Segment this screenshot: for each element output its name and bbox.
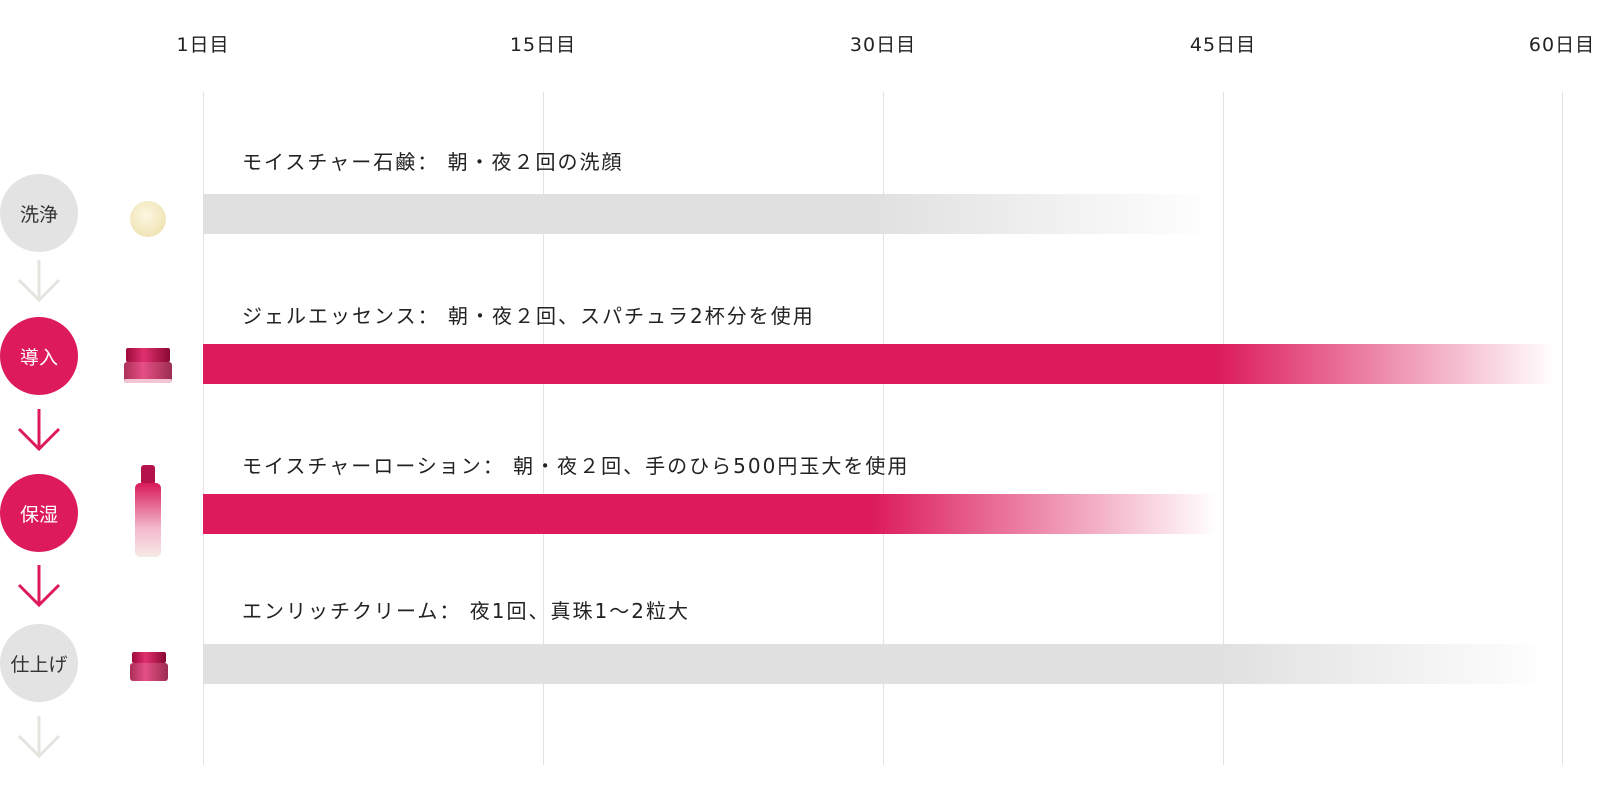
product-label-cream: エンリッチクリーム： 夜1回、真珠1〜2粒大 xyxy=(242,595,690,624)
gridline-day-30 xyxy=(883,92,884,765)
day-label-1: 1日目 xyxy=(176,34,230,56)
day-label-45: 45日目 xyxy=(1189,34,1257,56)
step-finish: 仕上げ xyxy=(0,624,78,702)
step-moisturize: 保湿 xyxy=(0,474,78,552)
usage-bar-soap xyxy=(203,194,1217,234)
arrow-down-icon xyxy=(17,409,61,452)
arrow-down-icon xyxy=(17,260,61,303)
gridline-day-60 xyxy=(1562,92,1563,765)
jar-icon xyxy=(124,348,172,383)
product-label-lotion: モイスチャーローション： 朝・夜２回、手のひら500円玉大を使用 xyxy=(242,450,909,479)
label-separator: ： xyxy=(417,304,448,328)
arrow-down-icon xyxy=(17,565,61,608)
usage-bar-lotion xyxy=(203,494,1217,534)
bottle-icon xyxy=(135,465,161,557)
gridline-day-1 xyxy=(203,92,204,765)
step-label: 仕上げ xyxy=(10,653,68,676)
jar-icon xyxy=(130,652,168,681)
step-cleanse: 洗浄 xyxy=(0,174,78,252)
label-separator: ： xyxy=(482,454,514,478)
product-label-soap: モイスチャー石鹸： 朝・夜２回の洗顔 xyxy=(242,146,624,175)
product-usage: 朝・夜２回の洗顔 xyxy=(447,150,624,174)
step-label: 導入 xyxy=(19,346,58,369)
product-name: ジェルエッセンス xyxy=(242,304,418,328)
product-usage: 夜1回、真珠1〜2粒大 xyxy=(469,599,690,623)
step-label: 洗浄 xyxy=(19,203,58,226)
soap-icon xyxy=(130,201,166,237)
usage-bar-cream xyxy=(203,644,1554,684)
arrow-down-icon xyxy=(17,716,61,759)
step-label: 保湿 xyxy=(19,503,58,526)
day-label-30: 30日目 xyxy=(849,34,917,56)
product-usage: 朝・夜２回、手のひら500円玉大を使用 xyxy=(513,454,910,478)
usage-bar-gel-essence xyxy=(203,344,1554,384)
product-label-gel-essence: ジェルエッセンス： 朝・夜２回、スパチュラ2杯分を使用 xyxy=(242,300,815,329)
product-name: モイスチャー石鹸 xyxy=(242,150,418,174)
product-name: モイスチャーローション xyxy=(242,454,483,478)
label-separator: ： xyxy=(439,599,470,623)
day-label-15: 15日目 xyxy=(509,34,577,56)
step-introduce: 導入 xyxy=(0,317,78,395)
gridline-day-45 xyxy=(1223,92,1224,765)
label-separator: ： xyxy=(417,150,448,174)
product-name: エンリッチクリーム xyxy=(242,599,440,623)
gridline-day-15 xyxy=(543,92,544,765)
day-label-60: 60日目 xyxy=(1528,34,1596,56)
product-usage: 朝・夜２回、スパチュラ2杯分を使用 xyxy=(447,304,815,328)
